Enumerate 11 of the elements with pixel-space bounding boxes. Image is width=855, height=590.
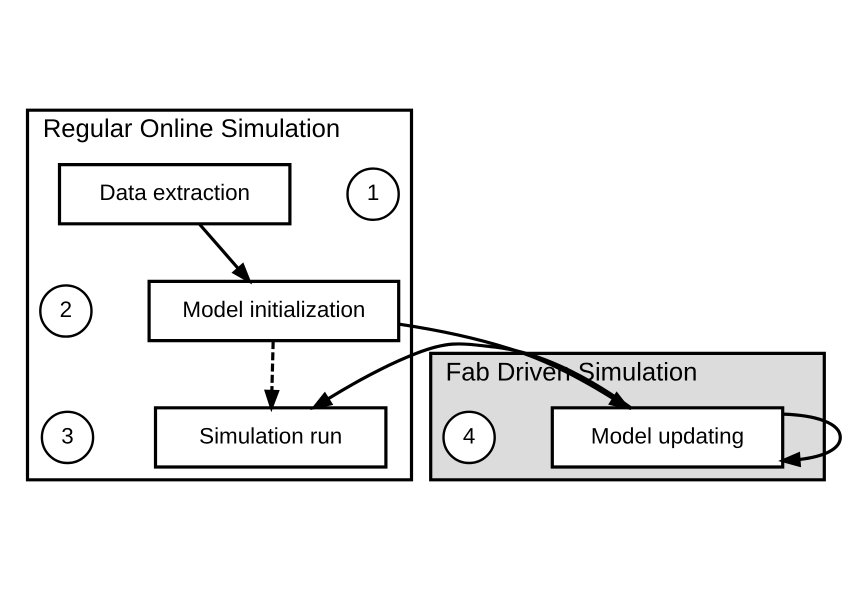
node-circle: 3: [40, 410, 94, 464]
node-box: Simulation run: [154, 406, 388, 469]
node-circle: 1: [346, 167, 400, 221]
node-box: Model initialization: [148, 280, 400, 342]
arrow: [264, 341, 280, 412]
arrow: [198, 222, 252, 284]
node-box: Data extraction: [58, 163, 292, 226]
node-circle: 2: [39, 284, 93, 338]
node-box: Model updating: [550, 406, 784, 469]
arrow: [778, 412, 842, 468]
node-circle: 4: [442, 410, 496, 464]
